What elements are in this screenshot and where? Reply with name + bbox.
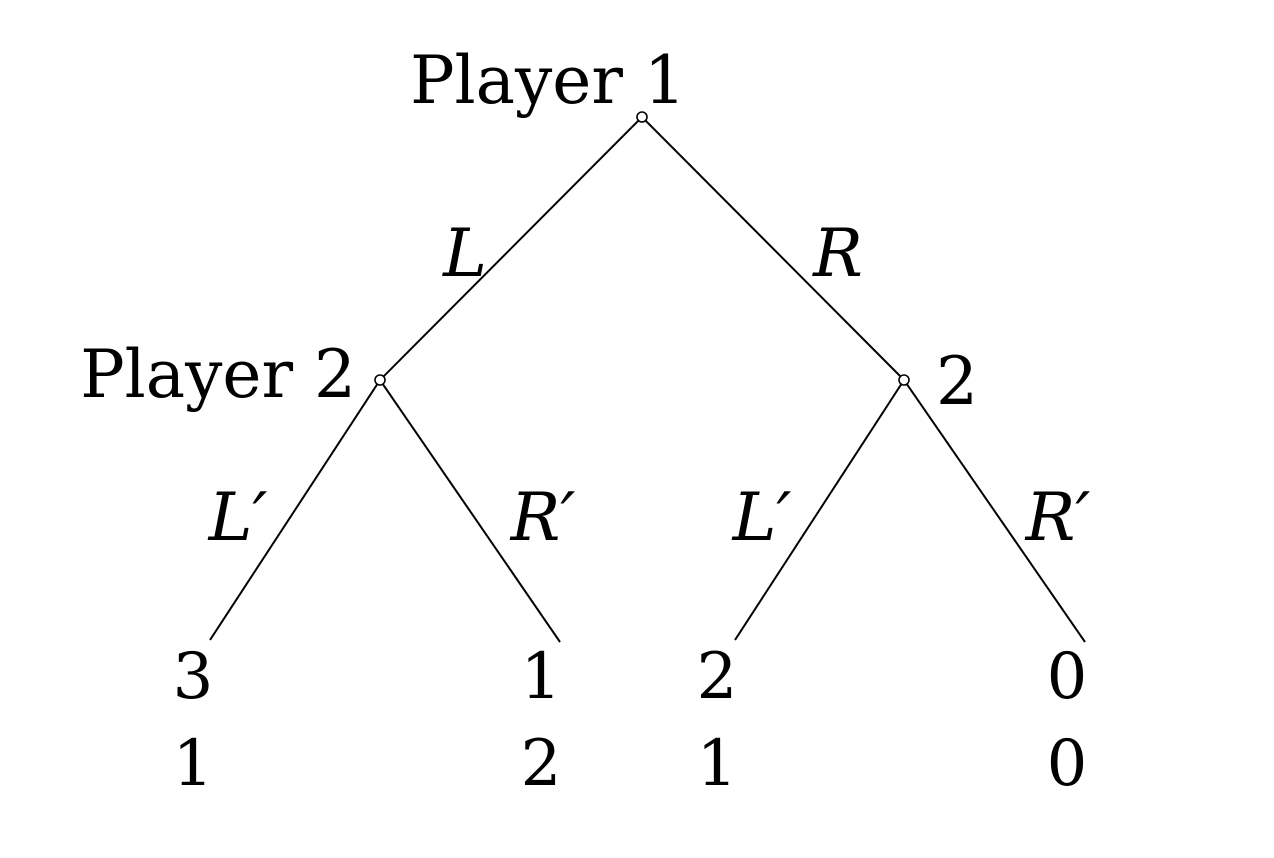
payoff-RL-player2: 1 (697, 727, 738, 801)
payoff-LR-player1: 1 (521, 640, 562, 714)
move-label-left-L-prime: L′ (208, 479, 268, 556)
right-player-label: 2 (936, 343, 978, 420)
left-player-label: Player 2 (80, 336, 356, 413)
move-label-right-L-prime: L′ (732, 479, 792, 556)
edge-p2-R-prime (379, 379, 561, 643)
move-label-left-R-prime: R′ (510, 479, 576, 556)
payoff-LR-player2: 2 (521, 727, 562, 801)
edge-p2-L-prime (209, 379, 381, 641)
payoff-RR-player2: 0 (1047, 727, 1088, 801)
edge-right-R-prime (903, 379, 1086, 643)
right-node-circle (898, 374, 910, 386)
payoff-RR-player1: 0 (1047, 640, 1088, 714)
player2-node-circle (374, 374, 386, 386)
payoff-LL-player1: 3 (173, 640, 214, 714)
move-label-R: R (812, 215, 863, 292)
move-label-L: L (442, 215, 487, 292)
root-player-label: Player 1 (410, 42, 686, 119)
payoff-LL-player2: 1 (173, 727, 214, 801)
move-label-right-R-prime: R′ (1025, 479, 1091, 556)
payoff-RL-player1: 2 (697, 640, 738, 714)
root-node-circle (636, 111, 648, 123)
edge-right-L-prime (734, 379, 905, 641)
edge-root-L (379, 116, 643, 381)
edge-root-R (641, 116, 905, 381)
